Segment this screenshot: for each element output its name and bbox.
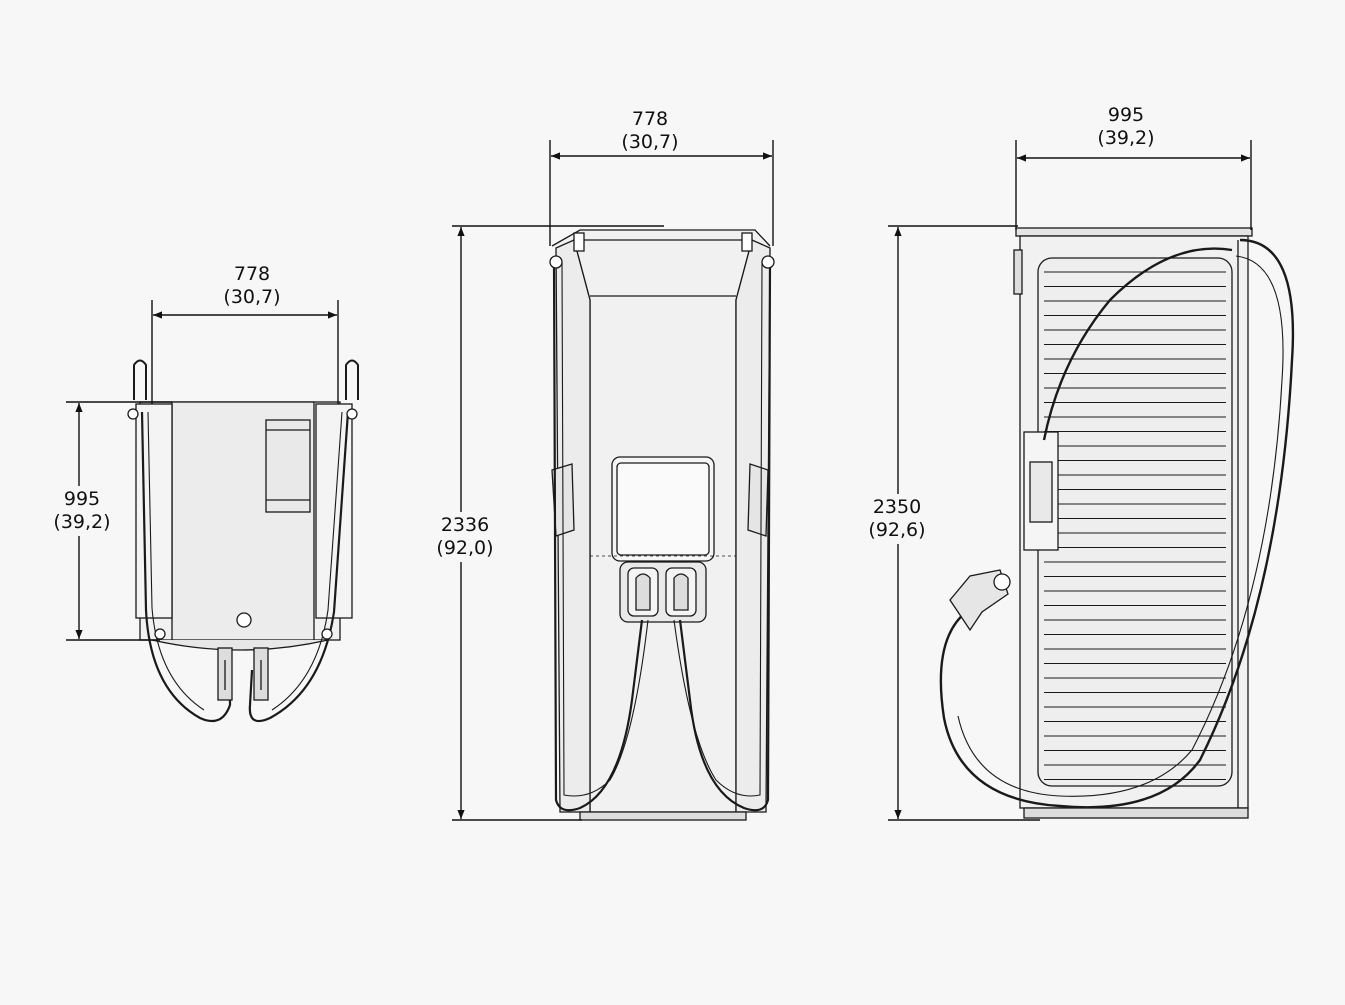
top-view bbox=[127, 359, 359, 723]
front-height-in: (92,0) bbox=[436, 537, 494, 559]
side-height-in: (92,6) bbox=[868, 519, 926, 541]
top-width-in: (30,7) bbox=[223, 286, 281, 308]
front-width-in: (30,7) bbox=[621, 131, 679, 153]
side-width-in: (39,2) bbox=[1097, 127, 1155, 149]
top-depth-in: (39,2) bbox=[53, 511, 111, 533]
top-width-label: 778 (30,7) bbox=[216, 263, 288, 309]
side-height-mm: 2350 bbox=[872, 496, 922, 518]
top-depth-mm: 995 bbox=[63, 488, 101, 510]
side-width-label: 995 (39,2) bbox=[1090, 104, 1162, 150]
side-height-label: 2350 (92,6) bbox=[854, 494, 940, 544]
front-width-mm: 778 bbox=[631, 108, 669, 130]
front-height-label: 2336 (92,0) bbox=[422, 512, 508, 562]
dimension-lines bbox=[66, 140, 1252, 821]
side-width-mm: 995 bbox=[1107, 104, 1145, 126]
front-width-label: 778 (30,7) bbox=[614, 108, 686, 154]
top-width-mm: 778 bbox=[233, 263, 271, 285]
front-view bbox=[549, 229, 775, 821]
top-depth-label: 995 (39,2) bbox=[44, 486, 120, 536]
front-height-mm: 2336 bbox=[440, 514, 490, 536]
side-view bbox=[939, 227, 1295, 819]
